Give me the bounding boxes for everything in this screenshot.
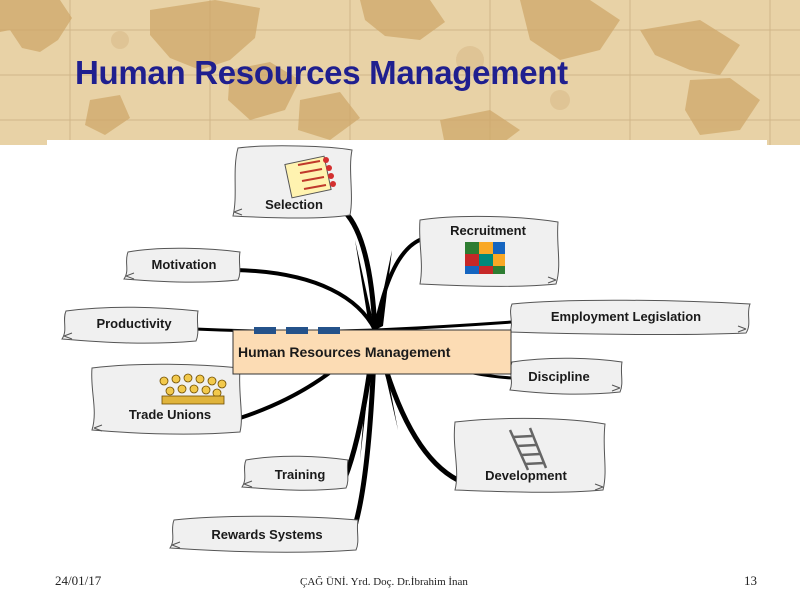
- development-label: Development: [485, 468, 567, 483]
- central-node-label: Human Resources Management: [238, 344, 451, 360]
- footer-date: 24/01/17: [55, 573, 102, 588]
- mind-map-diagram: Human Resources Management Selection Rec…: [61, 145, 751, 553]
- trade-unions-label: Trade Unions: [129, 407, 211, 422]
- discipline-label: Discipline: [528, 369, 589, 384]
- productivity-label: Productivity: [96, 316, 172, 331]
- ladder-icon: [508, 427, 548, 471]
- training-label: Training: [275, 467, 326, 482]
- rewards-systems-label: Rewards Systems: [211, 527, 322, 542]
- motivation-label: Motivation: [152, 257, 217, 272]
- motivation-bubble: [123, 247, 241, 283]
- discipline-bubble: [509, 357, 623, 395]
- central-node-tabs: [254, 327, 340, 334]
- training-bubble: [241, 455, 349, 491]
- people-group-icon: [159, 373, 227, 405]
- rewards-systems-bubble: [169, 515, 359, 553]
- slide-title: Human Resources Management: [75, 54, 568, 91]
- footer-page-number: 13: [744, 573, 757, 588]
- recruitment-label: Recruitment: [450, 223, 527, 238]
- world-map-banner: [0, 0, 800, 145]
- bubble-arrows: [63, 208, 747, 549]
- footer-author: ÇAĞ ÜNİ. Yrd. Doç. Dr.İbrahim İnan: [300, 576, 468, 588]
- selection-label: Selection: [265, 197, 323, 212]
- employment-legislation-label: Employment Legislation: [551, 309, 701, 324]
- productivity-bubble: [61, 306, 199, 344]
- checklist-icon: [284, 155, 336, 199]
- central-node: [232, 327, 512, 375]
- puzzle-icon: [465, 242, 505, 274]
- mind-map-area: Human Resources Management Selection Rec…: [47, 140, 767, 560]
